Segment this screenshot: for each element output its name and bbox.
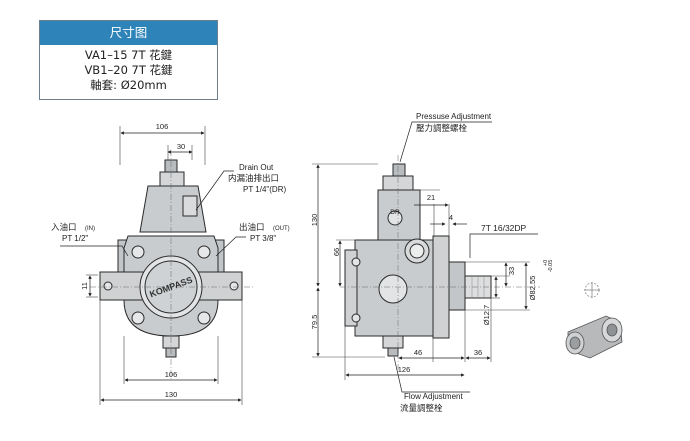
shaft-coupling-icon (565, 315, 623, 359)
pressure-label-cn: 壓力調整螺栓 (416, 123, 468, 134)
dim-79-5: 79.5 (310, 315, 319, 330)
tolerance-upper: +0 (543, 260, 549, 266)
spec-row: VB1–20 7T 花鍵 (84, 63, 173, 77)
dim-width-top: 106 (156, 122, 169, 131)
spec-table-header: 尺寸图 (40, 21, 217, 45)
inlet-thread: PT 1/2" (62, 234, 88, 243)
inlet-label-cn: 入油口 (51, 222, 77, 233)
dim-126: 126 (398, 365, 411, 374)
front-view (60, 126, 255, 405)
flow-label-cn: 流量調整栓 (400, 403, 443, 414)
dim-130: 130 (310, 214, 319, 227)
pressure-label-en: Pressuse Adjustment (416, 112, 492, 121)
dim-11: 11 (80, 282, 89, 290)
drain-thread: PT 1/4"(DR) (243, 185, 286, 194)
dim-66: 66 (332, 248, 341, 256)
dim-36: 36 (474, 348, 482, 357)
spline-spec: 7T 16/32DP (481, 223, 527, 233)
inlet-tag: (IN) (85, 226, 95, 232)
tolerance-lower: -0.05 (548, 260, 554, 273)
outlet-thread: PT 3/8" (250, 234, 276, 243)
spec-table: 尺寸图 VA1–15 7T 花鍵 VB1–20 7T 花鍵 軸套: Ø20mm (39, 20, 218, 100)
dim-21: 21 (427, 193, 435, 202)
dim-46: 46 (414, 348, 422, 357)
dim-width-bottom-inner: 106 (165, 370, 178, 379)
dr-mark: DR (390, 209, 400, 216)
spec-row: VA1–15 7T 花鍵 (84, 48, 173, 62)
drain-label-en: Drain Out (239, 163, 274, 172)
flow-label-en: Flow Adjustment (404, 392, 463, 401)
crosshair-icon (584, 282, 600, 298)
side-view (312, 121, 540, 393)
dim-4: 4 (449, 213, 453, 222)
outlet-tag: (OUT) (273, 226, 290, 232)
outlet-label-cn: 出油口 (239, 222, 265, 233)
drain-label-cn: 内漏油排出口 (228, 173, 279, 184)
dim-width-inner-top: 30 (177, 142, 185, 151)
dim-width-bottom: 130 (165, 390, 178, 399)
dim-diameter-82-55: Ø82.55 (528, 276, 537, 301)
spec-row: 軸套: Ø20mm (90, 78, 167, 92)
dim-33: 33 (507, 267, 516, 275)
dim-diameter-12-7: Ø12.7 (482, 305, 491, 325)
